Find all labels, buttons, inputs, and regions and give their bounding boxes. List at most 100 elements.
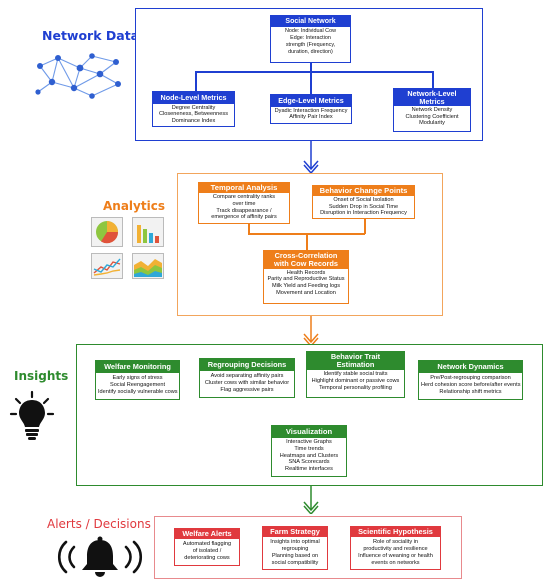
social-network-line: duration, direction) — [288, 49, 333, 56]
behavior-trait-estimation-box: Behavior Trait Estimation Identify stabl… — [306, 351, 405, 398]
network-dynamics-title: Network Dynamics — [419, 361, 522, 373]
visualization-line: Heatmaps and Clusters — [279, 452, 339, 459]
social-network-line: strength (Frequency, — [285, 42, 336, 49]
visualization-box: Visualization Interactive Graphs Time tr… — [271, 425, 347, 477]
temporal-analysis-box: Temporal Analysis Compare centrality ran… — [198, 182, 290, 224]
scientific-hypothesis-box: Scientific Hypothesis Role of sociality … — [350, 526, 441, 570]
cross-correlation-line: Movement and Location — [276, 289, 336, 296]
cross-correlation-line: Health Records — [286, 269, 326, 276]
network-dynamics-line: Herd cohesion score before/after events — [421, 381, 521, 388]
visualization-line: Time trends — [294, 445, 324, 452]
temporal-line: Track disappearance / — [216, 207, 272, 214]
section-label-analytics: Analytics — [103, 199, 165, 213]
regrouping-decisions-title: Regrouping Decisions — [200, 359, 294, 371]
edge-level-metrics-box: Edge-Level Metrics Dyadic Interaction Fr… — [270, 94, 352, 124]
connector — [195, 71, 197, 91]
behavior-change-points-box: Behavior Change Points Onset of Social I… — [312, 185, 415, 219]
behavior-change-line: Onset of Social Isolation — [333, 196, 394, 203]
line-chart-icon — [91, 253, 123, 279]
welfare-alerts-line: deteriorating cows — [184, 554, 230, 561]
visualization-line: Realtime interfaces — [285, 466, 333, 473]
welfare-monitoring-box: Welfare Monitoring Early signs of stress… — [95, 360, 180, 400]
behavior-trait-title-line: Estimation — [336, 359, 375, 369]
node-level-metrics-title: Node-Level Metrics — [153, 92, 234, 104]
section-label-insights: Insights — [14, 369, 69, 383]
social-network-line: Node: Individual Cow — [285, 28, 336, 35]
cross-correlation-line: Milk Yield and Feeding logs — [271, 282, 341, 289]
network-level-line: Clustering Coefficient — [405, 113, 459, 120]
farm-strategy-line: social compatibility — [271, 559, 319, 566]
temporal-line: Compare centrality ranks — [212, 193, 276, 200]
social-network-line: Edge: Interaction — [290, 35, 331, 42]
behavior-trait-line: Identify stable social traits — [323, 370, 388, 377]
node-level-line: Degree Centrality — [171, 104, 216, 111]
welfare-monitoring-line: Identify socially vulnerable cows — [98, 388, 178, 395]
visualization-line: Interactive Graphs — [286, 438, 332, 445]
behavior-change-points-title: Behavior Change Points — [313, 186, 414, 196]
node-level-metrics-box: Node-Level Metrics Degree Centrality Clo… — [152, 91, 235, 127]
pie-chart-icon — [91, 217, 123, 247]
behavior-trait-line: Highlight dominant or passive cows — [311, 377, 400, 384]
network-level-metrics-title: Network-Level Metrics — [394, 89, 470, 107]
scientific-hypothesis-title: Scientific Hypothesis — [351, 527, 440, 537]
edge-level-metrics-title: Edge-Level Metrics — [271, 95, 351, 107]
edge-level-line: Affinity Pair Index — [289, 114, 333, 121]
node-level-line: Closeneness, Betweenness — [158, 111, 229, 118]
network-graph-icon — [35, 53, 121, 99]
social-network-title: Social Network — [271, 16, 350, 28]
area-chart-icon — [132, 253, 164, 279]
cross-correlation-line: Parity and Reproductive Status — [267, 276, 345, 283]
node-level-line: Dominance Index — [171, 117, 216, 124]
down-arrow-icon — [303, 141, 319, 175]
light-bulb-icon — [9, 390, 55, 440]
temporal-line: emergence of affinity pairs — [211, 214, 277, 221]
cross-correlation-title-line: with Cow Records — [273, 258, 339, 268]
behavior-trait-estimation-title: Behavior Trait Estimation — [307, 352, 404, 370]
cross-correlation-box: Cross-Correlation with Cow Records Healt… — [263, 250, 349, 304]
network-dynamics-line: Pre/Post-regrouping comparison — [430, 374, 511, 381]
cross-correlation-title: Cross-Correlation with Cow Records — [264, 251, 348, 269]
down-arrow-icon — [303, 486, 319, 514]
alarm-bell-icon — [57, 536, 143, 577]
behavior-trait-line: Temporal personality profiling — [319, 384, 392, 391]
down-arrow-icon — [303, 316, 319, 346]
connector — [310, 62, 312, 72]
connector — [248, 216, 250, 234]
section-label-network-data: Network Data — [42, 28, 140, 43]
network-level-line: Network Density — [411, 107, 453, 114]
visualization-title: Visualization — [272, 426, 346, 438]
regrouping-line: Cluster cows with similar behavior — [204, 379, 290, 386]
regrouping-decisions-box: Regrouping Decisions Avoid separating af… — [199, 358, 295, 398]
connector — [306, 233, 308, 250]
scientific-hypothesis-line: productivity and resilience — [363, 545, 428, 552]
visualization-line: SNA Scorecards — [288, 459, 330, 466]
network-level-title-line: Metrics — [419, 96, 445, 106]
farm-strategy-line: regrouping — [281, 545, 309, 552]
connector — [310, 71, 312, 94]
network-level-title-line: Network-Level — [407, 89, 457, 98]
welfare-alerts-line: Automated flagging — [182, 540, 232, 547]
regrouping-line: Avoid separating affinity pairs — [210, 372, 284, 379]
temporal-analysis-title: Temporal Analysis — [199, 183, 289, 193]
temporal-line: over time — [232, 200, 256, 207]
connector — [195, 71, 432, 73]
connector — [364, 219, 366, 234]
behavior-change-line: Disruption in Interaction Frequency — [320, 210, 407, 217]
welfare-monitoring-title: Welfare Monitoring — [96, 361, 179, 373]
farm-strategy-line: Insights into optimal — [270, 538, 320, 545]
welfare-alerts-box: Welfare Alerts Automated flagging of iso… — [174, 528, 240, 566]
network-dynamics-box: Network Dynamics Pre/Post-regrouping com… — [418, 360, 523, 400]
scientific-hypothesis-line: events on networks — [371, 559, 420, 566]
scientific-hypothesis-line: Influence of weaning or health — [358, 552, 433, 559]
edge-level-line: Dyadic Interaction Frequency — [274, 107, 348, 114]
network-level-metrics-box: Network-Level Metrics Network Density Cl… — [393, 88, 471, 132]
welfare-monitoring-line: Social Reengagement — [109, 381, 166, 388]
section-label-alerts: Alerts / Decisions — [47, 517, 151, 531]
welfare-monitoring-line: Early signs of stress — [112, 374, 163, 381]
farm-strategy-line: Planning based on — [271, 552, 319, 559]
behavior-change-line: Sudden Drop in Social Time — [328, 203, 399, 210]
scientific-hypothesis-line: Role of sociality in — [372, 538, 419, 545]
welfare-alerts-line: of isolated / — [192, 547, 222, 554]
behavior-trait-title-line: Behavior Trait — [330, 352, 381, 361]
social-network-box: Social Network Node: Individual Cow Edge… — [270, 15, 351, 63]
